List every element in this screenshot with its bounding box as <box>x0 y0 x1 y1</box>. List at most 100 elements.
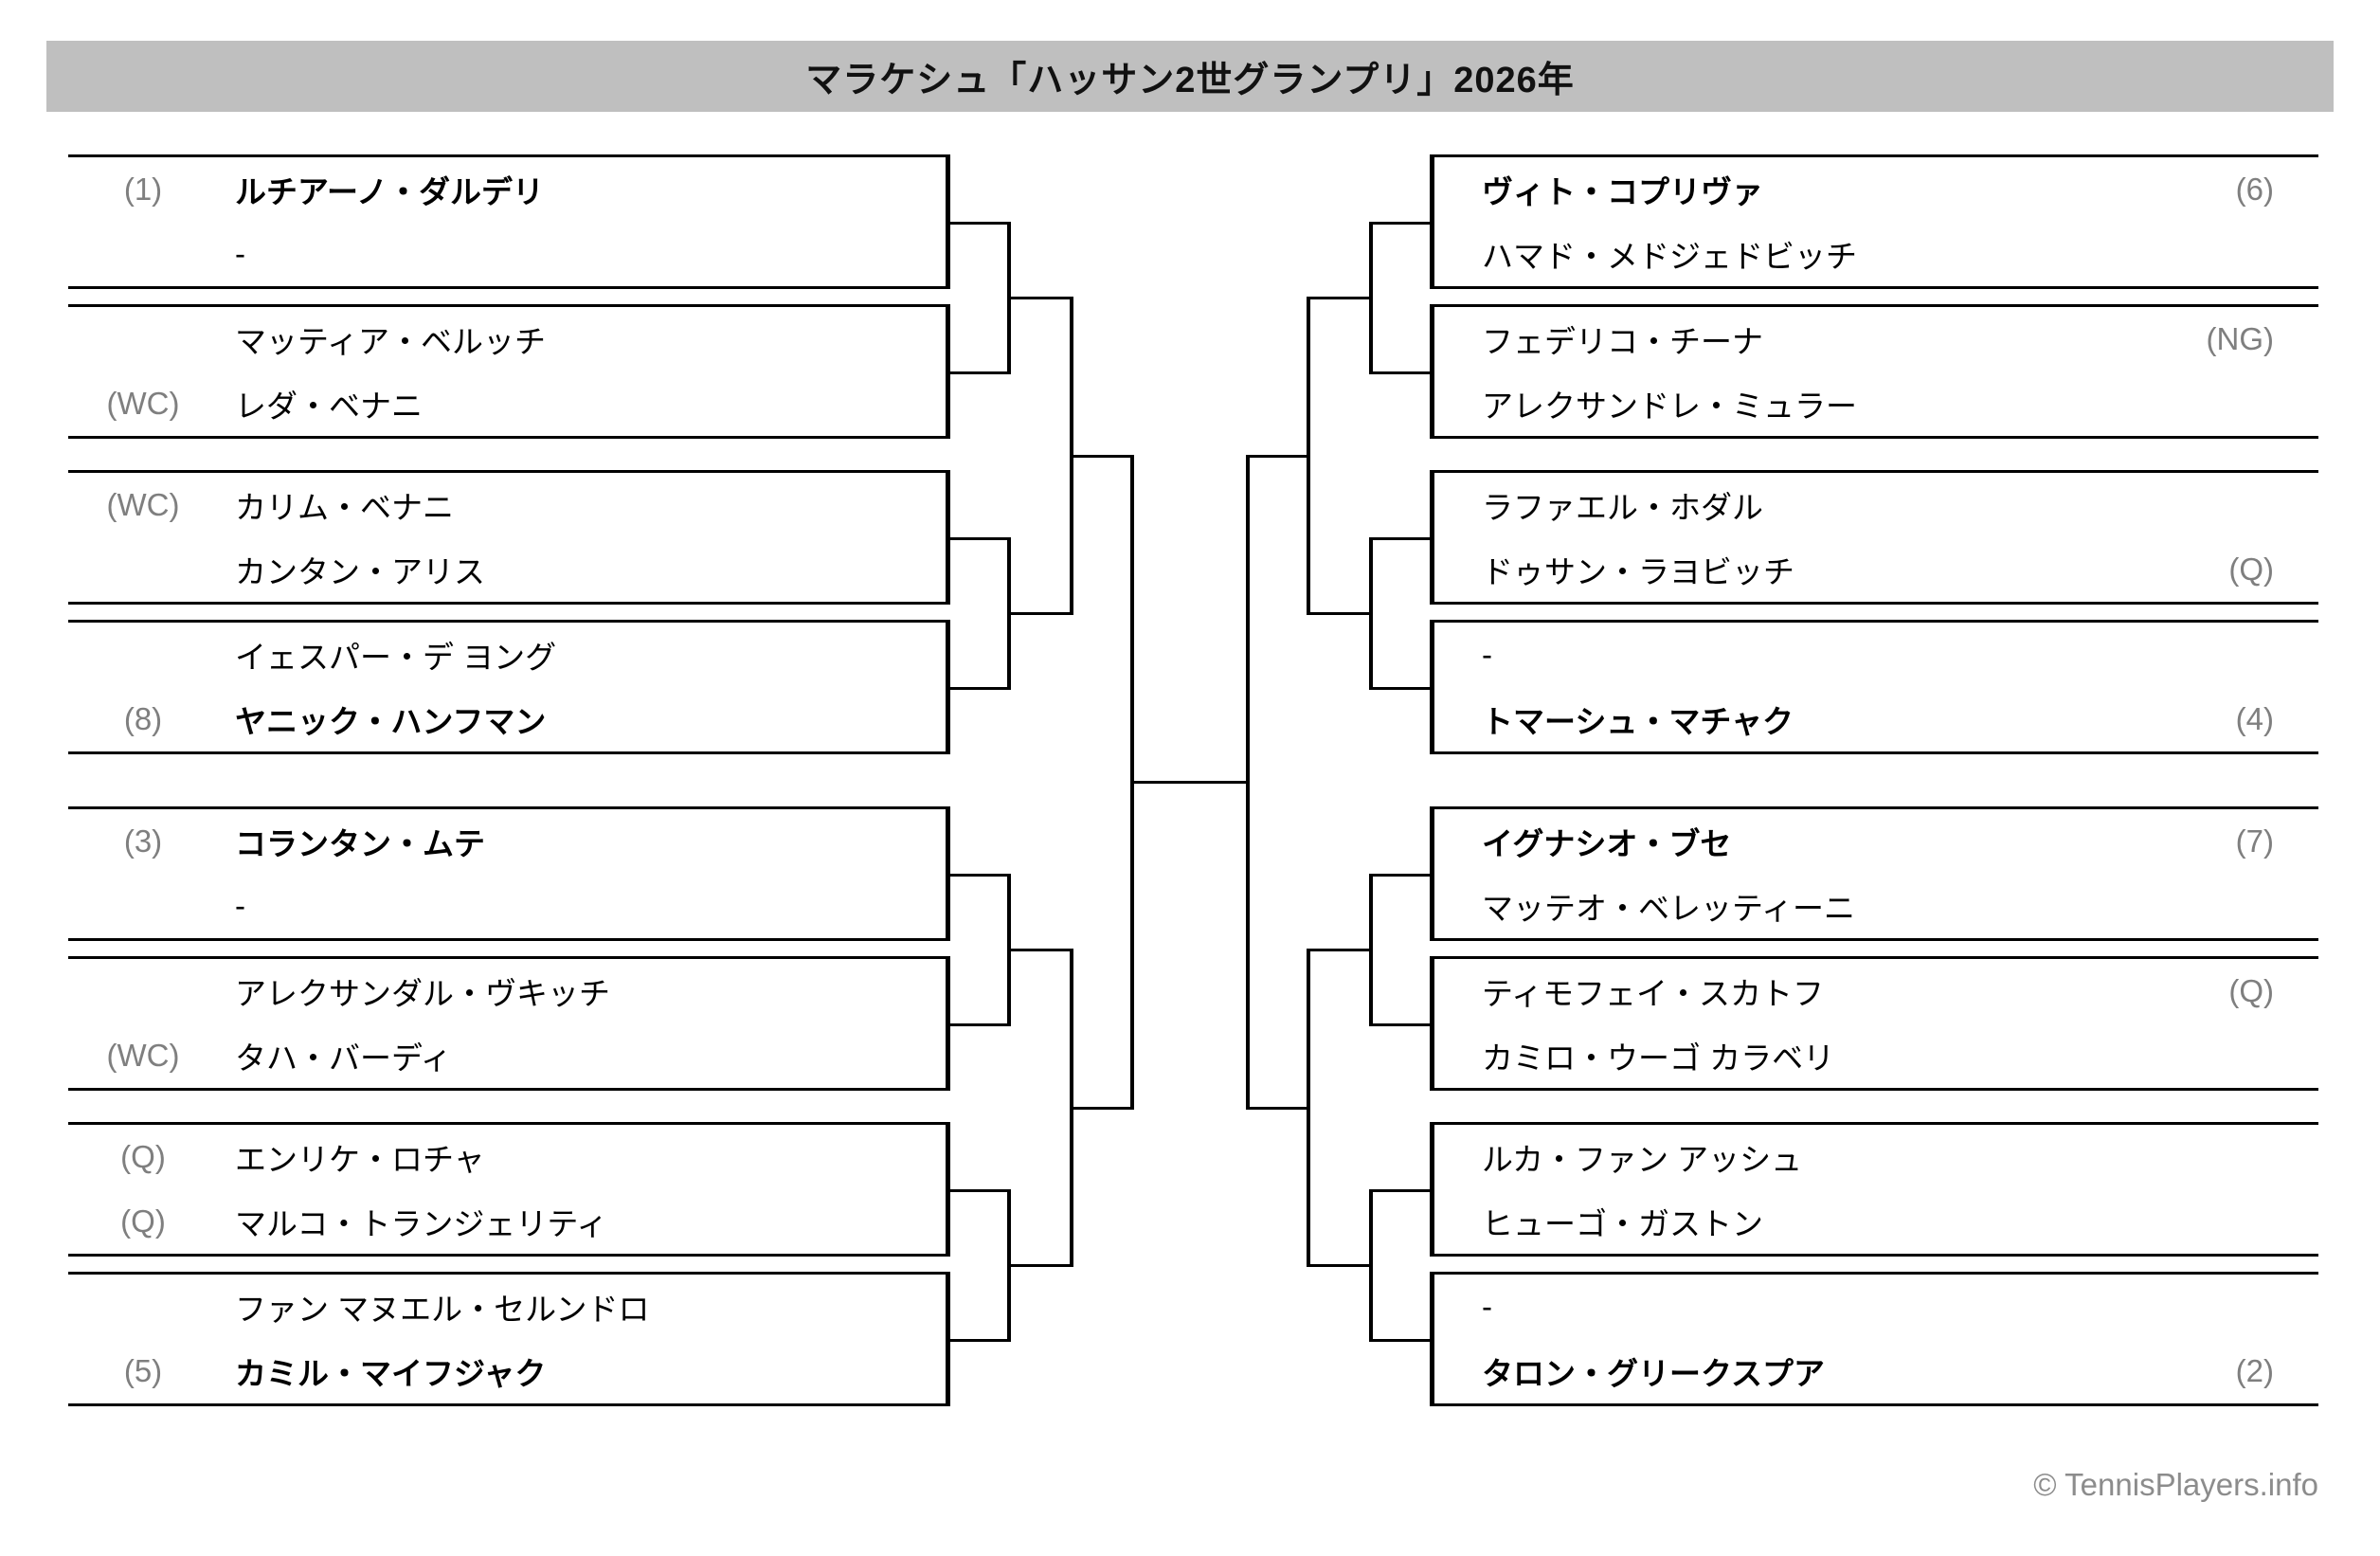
connector-sf-right <box>1246 455 1307 1110</box>
player-row: ルカ・ファン アッシュ <box>1434 1125 2318 1189</box>
player-name: ハマド・メドジェドビッチ <box>1482 239 1857 274</box>
player-row: (WC) カリム・ベナニ <box>68 473 946 537</box>
player-name: タハ・バーディ <box>235 1040 452 1076</box>
connector-r16-right-2 <box>1369 537 1430 690</box>
player-row: (Q) マルコ・トランジェリティ <box>68 1189 946 1254</box>
match-box-left-1: (1) ルチアーノ・ダルデリ - <box>68 154 950 289</box>
player-name: エンリケ・ロチャ <box>235 1142 485 1177</box>
player-name: イグナシオ・ブセ <box>1482 826 1732 861</box>
player-name: ティモフェイ・スカトフ <box>1482 976 1825 1011</box>
player-name: マルコ・トランジェリティ <box>235 1206 608 1241</box>
connector-final <box>1134 781 1246 784</box>
player-name: カンタン・アリス <box>235 554 485 589</box>
player-name: ラファエル・ホダル <box>1482 490 1763 525</box>
player-row: (5) カミル・マイフジャク <box>68 1339 946 1403</box>
player-name: マッテオ・ベレッティーニ <box>1482 891 1856 926</box>
player-name: カリム・ベナニ <box>235 490 454 525</box>
seed-tag: (Q) <box>120 1139 166 1174</box>
match-box-right-3: ラファエル・ホダル ドゥサン・ラヨビッチ (Q) <box>1430 470 2318 605</box>
connector-r16-right-3 <box>1369 874 1430 1026</box>
player-name: イェスパー・デ ヨング <box>235 640 557 675</box>
seed-tag: (Q) <box>120 1203 166 1239</box>
connector-r16-right-1 <box>1369 222 1430 374</box>
connector-sf-left <box>1073 455 1134 1110</box>
player-row: ハマド・メドジェドビッチ <box>1434 222 2318 286</box>
match-box-left-2: マッティア・ベルッチ (WC) レダ・ベナニ <box>68 304 950 439</box>
seed-tag: (6) <box>2235 172 2274 207</box>
player-row: - <box>1434 1275 2318 1339</box>
match-box-right-7: ルカ・ファン アッシュ ヒューゴ・ガストン <box>1430 1122 2318 1257</box>
player-name: - <box>1482 637 1492 672</box>
match-box-left-6: アレクサンダル・ヴキッチ (WC) タハ・バーディ <box>68 956 950 1091</box>
player-row: (WC) レダ・ベナニ <box>68 371 946 436</box>
player-row: ドゥサン・ラヨビッチ (Q) <box>1434 537 2318 602</box>
match-box-left-7: (Q) エンリケ・ロチャ (Q) マルコ・トランジェリティ <box>68 1122 950 1257</box>
connector-r16-left-2 <box>950 537 1011 690</box>
player-row: ティモフェイ・スカトフ (Q) <box>1434 959 2318 1023</box>
seed-tag: (WC) <box>106 1038 180 1073</box>
connector-qf-right-1 <box>1307 297 1369 615</box>
player-name: アレクサンドレ・ミュラー <box>1482 389 1857 424</box>
seed-tag: (NG) <box>2206 321 2274 356</box>
connector-r16-left-1 <box>950 222 1011 374</box>
match-box-right-5: イグナシオ・ブセ (7) マッテオ・ベレッティーニ <box>1430 806 2318 941</box>
player-row: イグナシオ・ブセ (7) <box>1434 809 2318 874</box>
connector-qf-left-2 <box>1011 949 1073 1267</box>
connector-r16-left-3 <box>950 874 1011 1026</box>
player-row: (3) コランタン・ムテ <box>68 809 946 874</box>
player-row: タロン・グリークスプア (2) <box>1434 1339 2318 1403</box>
player-row: (1) ルチアーノ・ダルデリ <box>68 157 946 222</box>
player-name: マッティア・ベルッチ <box>235 324 547 359</box>
player-name: ドゥサン・ラヨビッチ <box>1482 554 1794 589</box>
seed-tag: (Q) <box>2228 973 2274 1008</box>
player-name: ヤニック・ハンフマン <box>235 704 547 739</box>
player-row: - <box>68 874 946 938</box>
player-row: ファン マヌエル・セルンドロ <box>68 1275 946 1339</box>
seed-tag: (Q) <box>2228 552 2274 587</box>
player-name: ヒューゴ・ガストン <box>1482 1206 1763 1241</box>
match-box-right-6: ティモフェイ・スカトフ (Q) カミロ・ウーゴ カラベリ <box>1430 956 2318 1091</box>
seed-tag: (3) <box>123 823 163 859</box>
connector-r16-right-4 <box>1369 1189 1430 1342</box>
player-row: ラファエル・ホダル <box>1434 473 2318 537</box>
connector-qf-left-1 <box>1011 297 1073 615</box>
player-name: - <box>235 888 245 923</box>
seed-tag: (WC) <box>106 487 180 522</box>
player-row: ヴィト・コプリヴァ (6) <box>1434 157 2318 222</box>
player-row: ヒューゴ・ガストン <box>1434 1189 2318 1254</box>
player-name: ルカ・ファン アッシュ <box>1482 1142 1803 1177</box>
seed-tag: (5) <box>123 1353 163 1388</box>
player-name: ルチアーノ・ダルデリ <box>235 174 545 209</box>
player-row: カンタン・アリス <box>68 537 946 602</box>
player-name: カミロ・ウーゴ カラベリ <box>1482 1040 1835 1076</box>
player-row: マッテオ・ベレッティーニ <box>1434 874 2318 938</box>
player-row: イェスパー・デ ヨング <box>68 623 946 687</box>
match-box-left-5: (3) コランタン・ムテ - <box>68 806 950 941</box>
player-name: レダ・ベナニ <box>235 389 423 424</box>
connector-qf-right-2 <box>1307 949 1369 1267</box>
player-name: カミル・マイフジャク <box>235 1356 547 1391</box>
connector-r16-left-4 <box>950 1189 1011 1342</box>
seed-tag: (2) <box>2235 1353 2274 1388</box>
player-row: (8) ヤニック・ハンフマン <box>68 687 946 751</box>
player-row: アレクサンドレ・ミュラー <box>1434 371 2318 436</box>
player-row: フェデリコ・チーナ (NG) <box>1434 307 2318 371</box>
player-row: アレクサンダル・ヴキッチ <box>68 959 946 1023</box>
seed-tag: (7) <box>2235 823 2274 859</box>
player-name: コランタン・ムテ <box>235 826 485 861</box>
match-box-right-1: ヴィト・コプリヴァ (6) ハマド・メドジェドビッチ <box>1430 154 2318 289</box>
player-name: フェデリコ・チーナ <box>1482 324 1763 359</box>
player-name: ヴィト・コプリヴァ <box>1482 174 1763 209</box>
player-name: トマーシュ・マチャク <box>1482 704 1794 739</box>
player-name: ファン マヌエル・セルンドロ <box>235 1292 650 1327</box>
tournament-title: マラケシュ「ハッサン2世グランプリ」2026年 <box>805 61 1575 100</box>
player-name: - <box>235 236 245 271</box>
seed-tag: (1) <box>123 172 163 207</box>
player-row: マッティア・ベルッチ <box>68 307 946 371</box>
player-row: トマーシュ・マチャク (4) <box>1434 687 2318 751</box>
player-name: - <box>1482 1289 1492 1324</box>
match-box-left-8: ファン マヌエル・セルンドロ (5) カミル・マイフジャク <box>68 1272 950 1406</box>
seed-tag: (4) <box>2235 701 2274 736</box>
match-box-right-4: - トマーシュ・マチャク (4) <box>1430 620 2318 754</box>
